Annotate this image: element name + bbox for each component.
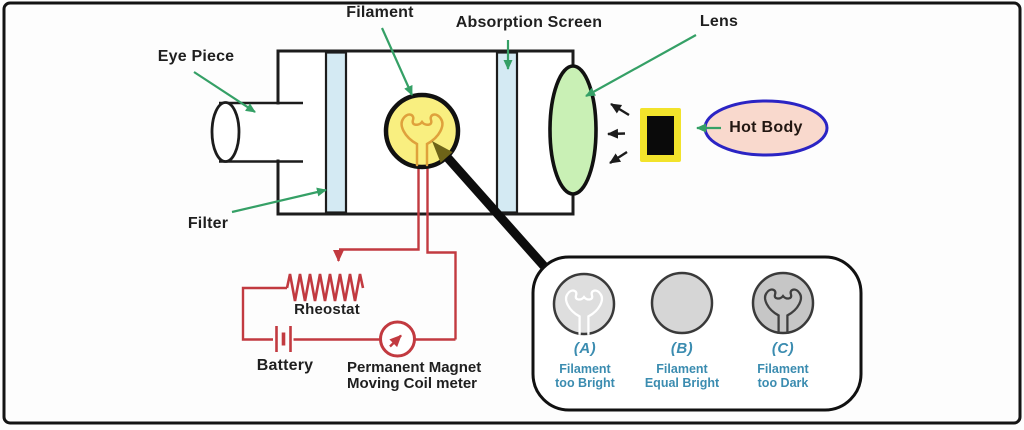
filament-label: Filament [346,4,414,21]
measuring-circuit [241,163,457,358]
bulb-wire-right [426,163,457,340]
filament-ghost-dark [763,288,803,334]
bulb-state-C [751,271,815,335]
rheostat-label: Rheostat [294,301,360,318]
brightness-callout [531,255,863,412]
hot-body-label: Hot Body [729,119,803,136]
radiation-arrows [607,102,630,165]
absorption-screen-strip [495,51,519,214]
eye-piece-arrow [193,71,256,113]
eyepiece-tube [210,101,303,163]
absorption-screen-label: Absorption Screen [455,14,603,31]
eye-piece-label: Eye Piece [157,48,235,65]
filament-arrow [380,27,414,96]
filter-arrow [231,187,327,214]
filter-strip [324,51,348,214]
meter-needle [389,334,402,348]
rheostat-zigzag [285,273,365,302]
battery-wire-left [241,286,287,341]
callout-text-C: Filament too Dark [757,362,809,390]
black-body-square [640,108,681,162]
callout-id-A: (A) [573,340,597,357]
filter-label: Filter [187,215,229,232]
meter-label-line1: Permanent Magnet [347,359,482,376]
callout-pointer [432,141,555,277]
lens-arrow [585,34,697,97]
battery-label: Battery [256,357,314,374]
callout-id-B: (B) [670,340,694,357]
bulb-state-A [552,272,616,336]
filament-wire [400,113,444,167]
callout-caption-C: (C) Filament too Dark [728,340,838,390]
label-arrows [193,27,721,214]
eyepiece-lens [210,101,241,163]
meter-label-line2: Moving Coil meter [347,375,478,392]
callout-text-A: Filament too Bright [555,362,615,390]
meter-label: Permanent Magnet Moving Coil meter [347,360,481,392]
callout-caption-B: (B) Filament Equal Bright [627,340,737,390]
lens-label: Lens [699,13,739,30]
filament-ghost-bright [564,289,604,335]
objective-lens [548,64,598,196]
callout-text-B: Filament Equal Bright [644,362,720,390]
callout-id-C: (C) [771,340,795,357]
callout-caption-A: (A) Filament too Bright [530,340,640,390]
bulb-state-B [650,271,714,335]
bulb-wire-left [339,163,420,251]
battery-symbol [275,326,292,352]
